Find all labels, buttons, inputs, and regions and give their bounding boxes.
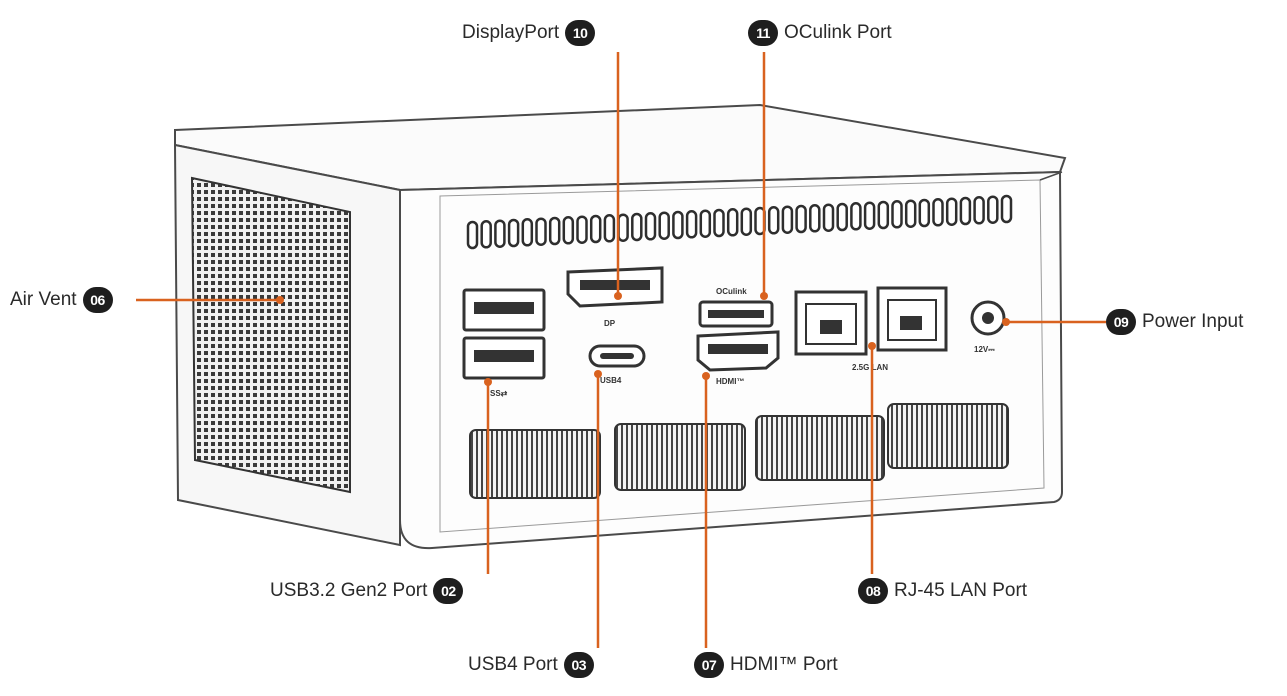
vent-slot (480, 220, 492, 249)
vent-slot (507, 218, 520, 248)
callout-hdmi: 07 HDMI™ Port (694, 652, 838, 678)
vent-slot (726, 208, 739, 237)
leader-lines (136, 52, 1106, 648)
callout-label: DisplayPort (462, 22, 560, 43)
vent-slot (959, 196, 972, 226)
callout-number-badge: 06 (82, 287, 113, 313)
vent-slot (535, 217, 547, 246)
vent-slot (603, 214, 616, 243)
hdmi-port: HDMI™ (696, 330, 780, 386)
callout-number-badge: 02 (433, 578, 464, 604)
case-right-edge (1039, 171, 1063, 181)
air-vent-mesh (190, 176, 351, 494)
usb-ss-label: SS⇄ (490, 389, 508, 398)
case-front-inner (439, 179, 1045, 533)
callout-power-input: 09 Power Input (1106, 309, 1243, 335)
vent-slot (809, 204, 821, 233)
callout-label: USB4 Port (468, 654, 558, 675)
callout-label: HDMI™ Port (730, 654, 838, 675)
power-label: 12V⎓ (974, 345, 995, 354)
callout-number-badge: 08 (858, 578, 888, 604)
vent-slot (494, 219, 506, 248)
callout-label: USB3.2 Gen2 Port (270, 580, 428, 601)
vent-slot (877, 200, 890, 230)
callout-rj45: 08 RJ-45 LAN Port (858, 578, 1027, 604)
vent-slot (973, 196, 985, 225)
vent-slot (822, 203, 835, 232)
vent-slot (617, 213, 629, 242)
callout-oculink: 11 OCulink Port (748, 20, 892, 46)
callout-number-badge: 07 (694, 652, 724, 678)
displayport-port: DP (566, 266, 664, 328)
lan-label: 2.5G LAN (852, 363, 888, 372)
callout-number-badge: 09 (1106, 309, 1136, 335)
vent-slot (918, 198, 931, 228)
callout-number-badge: 03 (563, 652, 594, 678)
usb4-port: USB4 (588, 344, 646, 385)
callout-air-vent: Air Vent 06 (10, 287, 113, 313)
callout-label: Power Input (1142, 311, 1244, 332)
dp-label: DP (604, 319, 616, 328)
usb4-label: USB4 (600, 376, 622, 385)
callout-number-badge: 11 (748, 20, 778, 46)
top-slot-vents (466, 194, 1013, 250)
hdmi-label: HDMI™ (716, 377, 744, 386)
callout-number-badge: 10 (565, 20, 596, 46)
vent-slot (548, 216, 561, 246)
vent-slot (945, 197, 958, 226)
callout-label: Air Vent (10, 289, 77, 310)
callout-label: RJ-45 LAN Port (894, 580, 1028, 601)
vent-slot (891, 200, 903, 229)
vent-slot (850, 202, 862, 231)
vent-slot (781, 205, 794, 234)
vent-slot (1000, 194, 1013, 224)
vent-slot (932, 198, 944, 227)
rj45-ports: 2.5G LAN (794, 286, 948, 372)
vent-slot (699, 209, 712, 238)
vent-slot (466, 220, 479, 250)
vent-slot (644, 212, 657, 241)
usb32-ports: SS⇄ (462, 288, 546, 398)
vent-slot (740, 207, 753, 236)
vent-slot (672, 210, 684, 240)
vent-slot (904, 199, 917, 228)
vent-slot (713, 208, 725, 238)
vent-slot (631, 212, 643, 242)
leader-endpoints (276, 292, 1010, 386)
power-input-jack: 12V⎓ (970, 300, 1006, 354)
callout-displayport: DisplayPort 10 (462, 20, 596, 46)
bottom-grilles (469, 403, 1009, 499)
callout-label: OCulink Port (784, 22, 892, 43)
vent-slot (987, 195, 999, 224)
vent-slot (589, 214, 602, 244)
vent-slot (576, 215, 588, 244)
callout-usb32: USB3.2 Gen2 Port 02 (270, 578, 464, 604)
vent-slot (521, 218, 534, 247)
vent-slot (863, 201, 876, 230)
vent-slot (658, 211, 670, 240)
callout-usb4: USB4 Port 03 (468, 652, 594, 678)
vent-slot (836, 202, 848, 232)
vent-slot (562, 216, 575, 245)
vent-slot (767, 206, 780, 235)
oculink-label: OCulink (716, 287, 747, 296)
oculink-port: OCulink (698, 287, 774, 328)
vent-slot (685, 210, 698, 239)
vent-slot (795, 204, 807, 234)
